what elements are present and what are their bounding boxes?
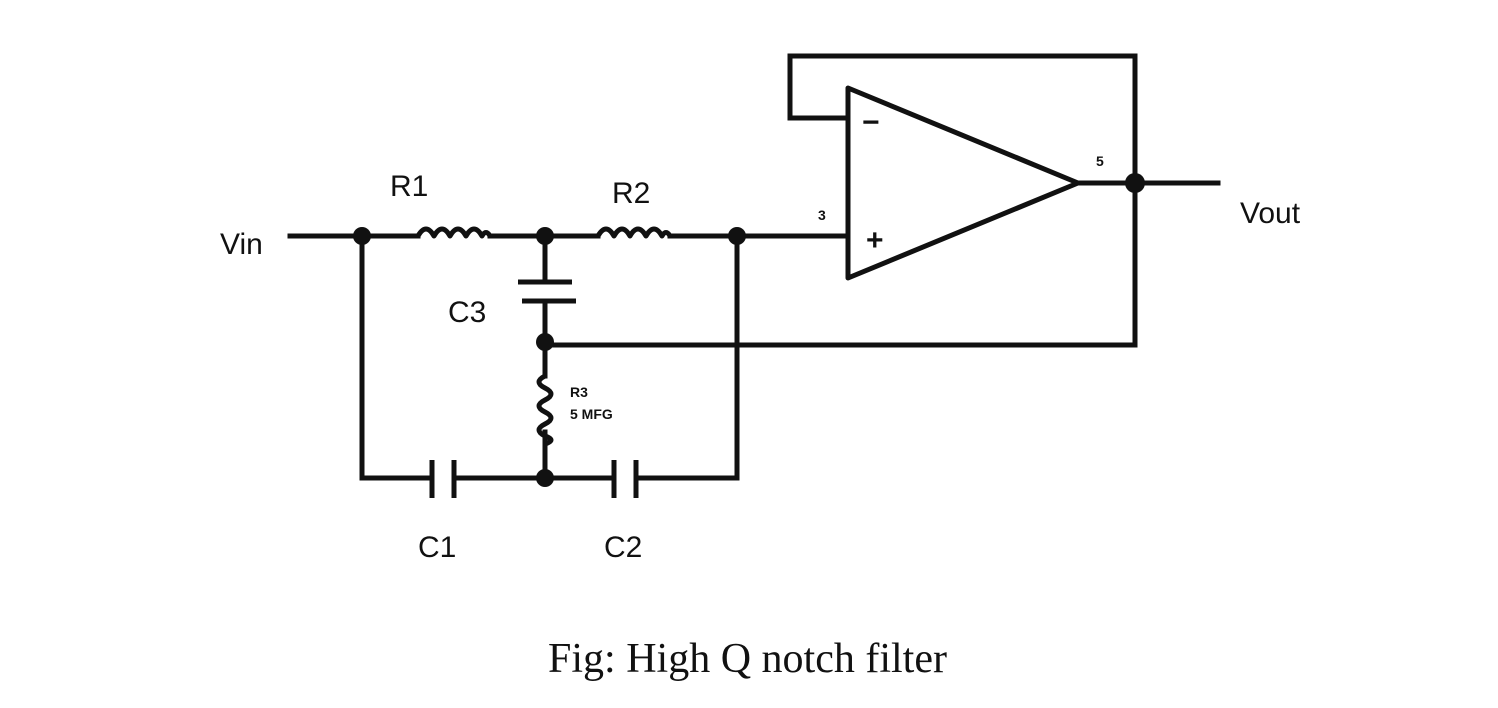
- r2-label: R2: [612, 177, 650, 210]
- resistor-r1: [359, 226, 548, 239]
- resistor-r2: [542, 226, 740, 239]
- junction-node: [728, 227, 746, 245]
- capacitor-c2: [542, 460, 639, 498]
- c3-label: C3: [448, 296, 486, 329]
- pin-output-number: 5: [1096, 153, 1104, 169]
- junction-node: [536, 469, 554, 487]
- op-amp: − + 3 5: [818, 85, 1104, 281]
- junction-node: [536, 333, 554, 351]
- vout-label: Vout: [1240, 197, 1301, 230]
- output-return-wire: [542, 180, 1138, 348]
- junction-node: [353, 227, 371, 245]
- capacitor-c3: [518, 233, 576, 343]
- plus-sign: +: [866, 224, 884, 257]
- r1-label: R1: [390, 170, 428, 203]
- left-branch-wire: [359, 233, 435, 481]
- figure-caption: Fig: High Q notch filter: [548, 636, 947, 682]
- vin-label: Vin: [220, 228, 263, 261]
- feedback-loop-wire: [787, 53, 1138, 186]
- minus-sign: −: [862, 106, 880, 139]
- c2-label: C2: [604, 531, 642, 564]
- pin-input-number: 3: [818, 207, 826, 223]
- capacitor-c1: [429, 460, 548, 498]
- r3-value-label: 5 MFG: [570, 406, 613, 422]
- junction-node: [1125, 173, 1145, 193]
- right-branch-wire: [633, 233, 740, 481]
- c1-label: C1: [418, 531, 456, 564]
- r3-name-label: R3: [570, 384, 588, 400]
- junction-node: [536, 227, 554, 245]
- resistor-r3: [536, 337, 554, 483]
